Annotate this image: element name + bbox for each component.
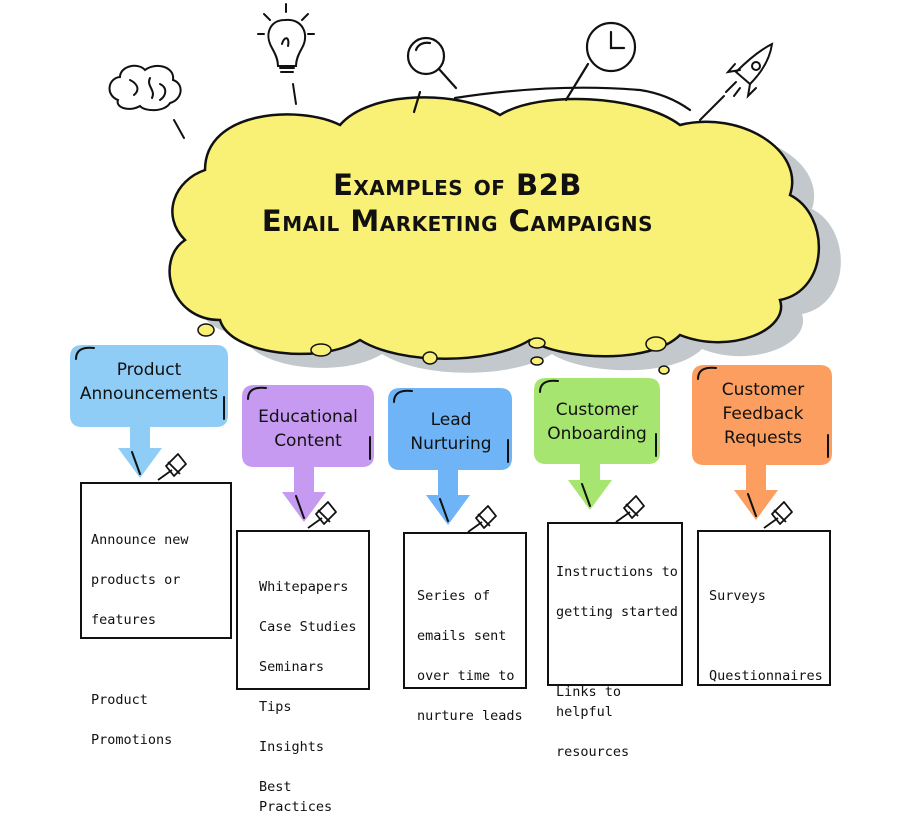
title-line-2: Email Marketing Campaigns (261, 204, 654, 238)
card-line: Whitepapers (259, 579, 349, 595)
brain-icon (108, 64, 185, 139)
magnifier-icon (406, 36, 458, 114)
clock-icon (453, 21, 692, 112)
card-line: Surveys (709, 588, 766, 604)
bubble-fill (242, 385, 374, 522)
campaign-card-educational-content (236, 530, 370, 690)
card-line: Tips (259, 699, 292, 715)
rocket-icon (699, 42, 774, 121)
card-line: Case Studies (259, 619, 357, 635)
card-line: Product (91, 692, 148, 708)
card-line: Instructions to (556, 564, 678, 580)
campaign-items-product-announcements: Announce new products or features Produc… (91, 510, 229, 770)
campaign-label-line: Content (274, 431, 342, 451)
campaign-label-line: Lead (430, 410, 472, 430)
card-line: Announce new (91, 532, 189, 548)
campaign-label-line: Product (116, 360, 182, 380)
card-line: nurture leads (417, 708, 523, 724)
card-spacer (709, 626, 829, 646)
title-cloud (168, 96, 820, 375)
bubble-fill (534, 378, 660, 510)
bubble-fill (388, 388, 512, 525)
card-line: Seminars (259, 659, 325, 675)
card-line: features (91, 612, 157, 628)
campaign-card-customer-onboarding (547, 522, 683, 686)
bubble-fill (692, 365, 832, 520)
card-spacer (91, 650, 229, 670)
diagram-canvas (70, 3, 841, 533)
campaign-label-line: Customer (555, 400, 639, 420)
campaign-card-product-announcements (80, 482, 232, 639)
campaign-items-customer-feedback-requests: Surveys Questionnaires (709, 566, 829, 706)
campaign-label-educational-content: Educational Content (244, 405, 372, 453)
card-line: over time to (417, 668, 515, 684)
bubble-sketch-stroke (75, 346, 225, 475)
campaign-bubble-customer-onboarding (534, 378, 660, 523)
campaign-label-line: Educational (258, 407, 358, 427)
campaign-label-customer-onboarding: Customer Onboarding (537, 398, 657, 446)
campaign-bubble-educational-content (242, 385, 374, 529)
campaign-label-line: Nurturing (410, 434, 492, 454)
bubble-fill (70, 345, 228, 478)
campaign-bubble-product-announcements (70, 345, 228, 481)
card-spacer (556, 642, 682, 662)
campaign-label-line: Requests (724, 428, 802, 448)
bubble-sketch-stroke (697, 366, 829, 517)
campaign-items-customer-onboarding: Instructions to getting started Links to… (556, 542, 682, 782)
campaign-label-product-announcements: Product Announcements (74, 358, 224, 406)
campaign-card-customer-feedback-requests (697, 530, 831, 686)
campaign-label-line: Onboarding (547, 424, 647, 444)
campaign-label-line: Customer (721, 380, 805, 400)
pin-icon (763, 501, 793, 529)
pin-icon (157, 453, 187, 481)
card-line: getting started (556, 604, 678, 620)
campaign-items-educational-content: Whitepapers Case Studies Seminars Tips I… (259, 557, 367, 837)
bubble-sketch-stroke (539, 379, 657, 507)
card-line: Best Practices (259, 779, 333, 815)
campaign-label-customer-feedback-requests: Customer Feedback Requests (696, 378, 830, 450)
campaigns-layer (70, 345, 832, 533)
card-line: Series of (417, 588, 491, 604)
card-line: Insights (259, 739, 325, 755)
lightbulb-icon (257, 3, 315, 105)
card-line: resources (556, 744, 630, 760)
campaign-items-lead-nurturing: Series of emails sent over time to nurtu… (417, 566, 525, 746)
campaign-card-lead-nurturing (403, 532, 527, 689)
title-line-1: Examples of B2B (333, 168, 582, 202)
card-line: emails sent (417, 628, 507, 644)
campaign-label-lead-nurturing: Lead Nurturing (392, 408, 510, 456)
pin-icon (615, 495, 645, 523)
pin-icon (467, 505, 497, 533)
card-line: Questionnaires (709, 668, 823, 684)
pin-icon (307, 501, 337, 529)
campaign-bubble-customer-feedback-requests (692, 365, 832, 529)
campaign-bubble-lead-nurturing (388, 388, 512, 533)
bubble-sketch-stroke (393, 389, 509, 522)
card-line: Links to helpful (556, 684, 622, 720)
bubble-sketch-stroke (247, 386, 371, 519)
campaign-label-line: Announcements (79, 384, 219, 404)
card-line: Promotions (91, 732, 173, 748)
campaign-label-line: Feedback (722, 404, 804, 424)
card-line: products or (91, 572, 181, 588)
